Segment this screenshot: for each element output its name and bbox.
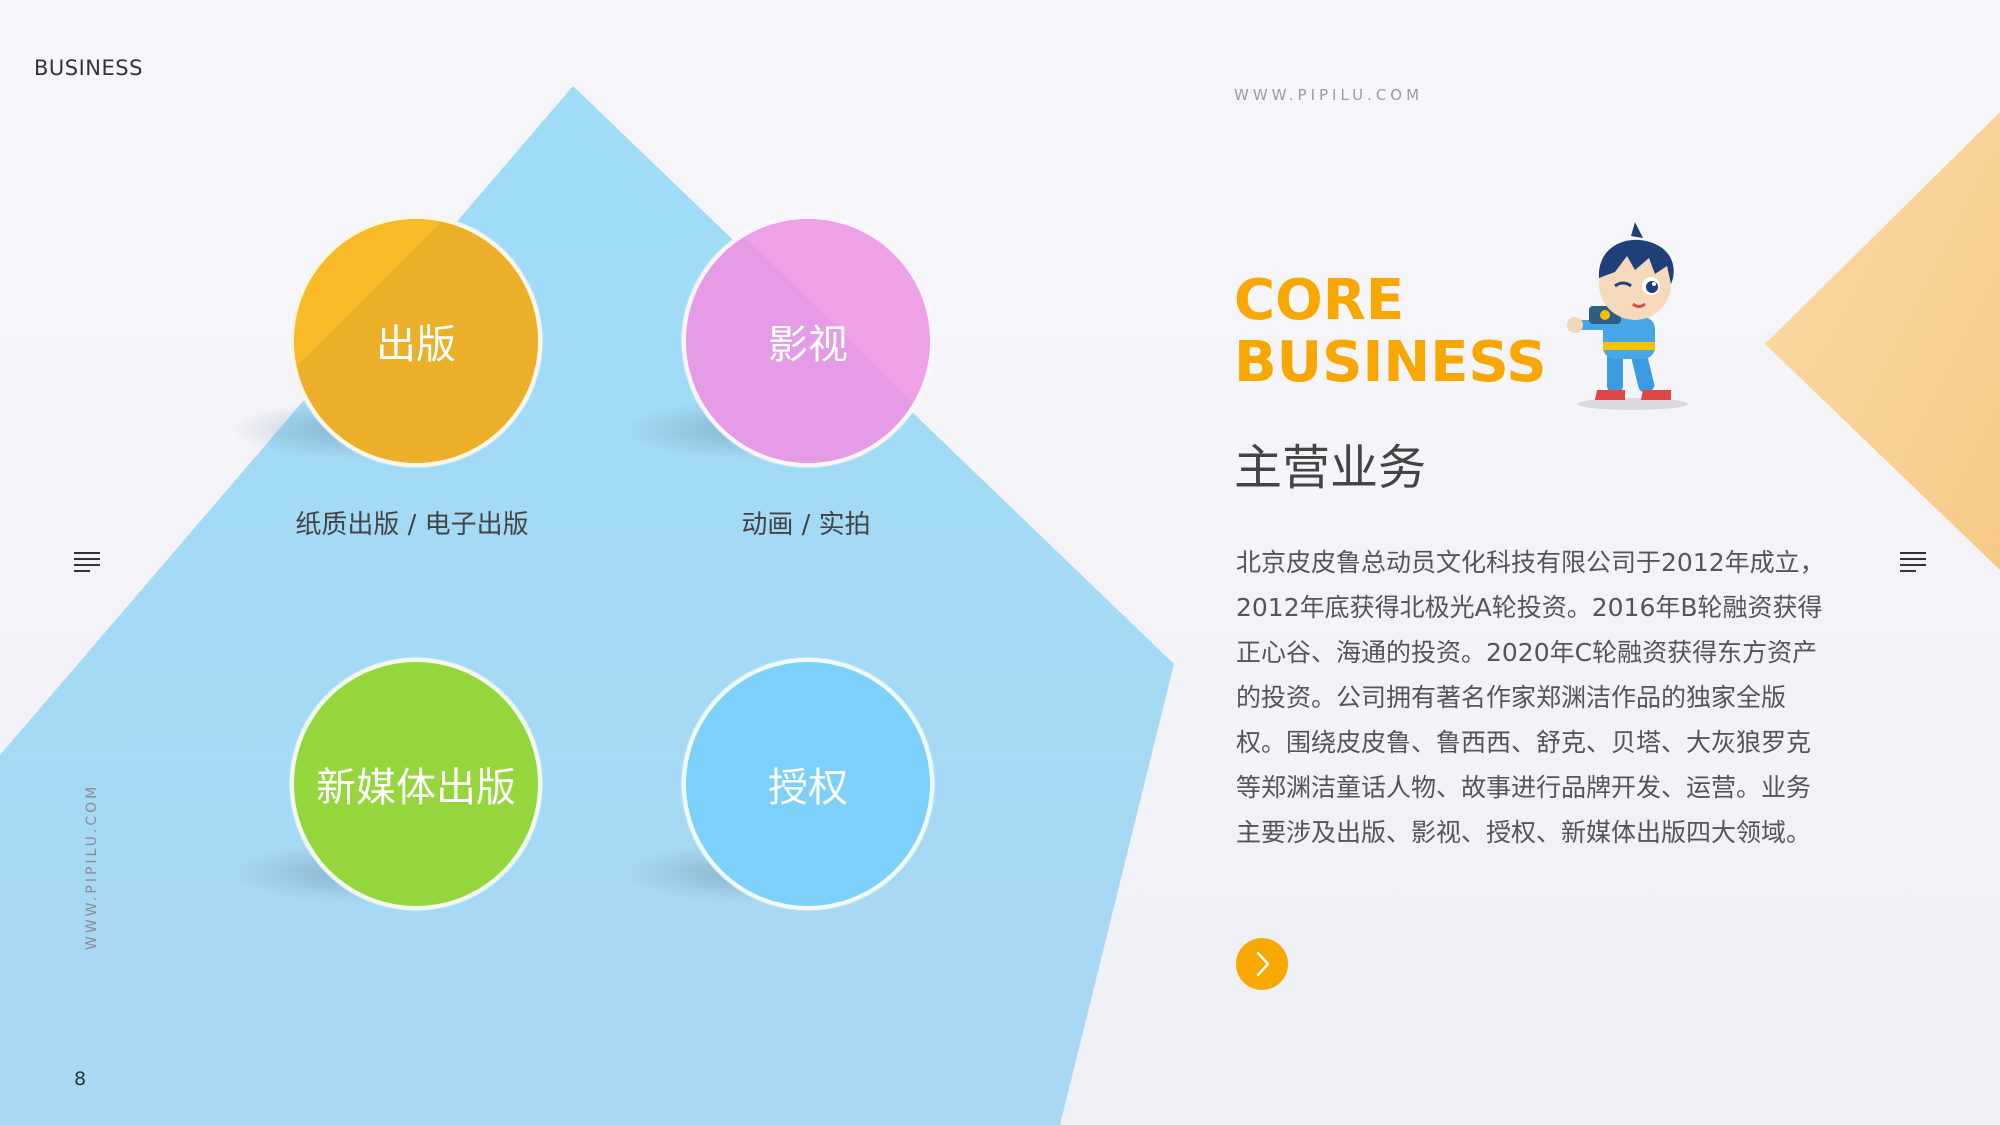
website-url: WWW.PIPILU.COM — [1234, 86, 1424, 104]
page-number: 8 — [74, 1068, 87, 1090]
corner-label: BUSINESS — [34, 56, 143, 80]
title-english-line1: CORE — [1234, 268, 1405, 333]
title-chinese: 主营业务 — [1234, 440, 1427, 496]
business-circle-licensing[interactable]: 授权 — [682, 658, 934, 910]
title-english: CORE BUSINESS — [1234, 270, 1547, 394]
blue-triangle-shape — [0, 86, 1174, 1125]
side-website-url: WWW.PIPILU.COM — [84, 783, 100, 950]
business-circle-new-media[interactable]: 新媒体出版 — [290, 658, 542, 910]
cartoon-boy-mascot-icon — [1567, 222, 1688, 410]
menu-lines-icon-left — [74, 552, 100, 574]
business-circle-film[interactable]: 影视 — [682, 215, 934, 467]
circle-label: 出版 — [376, 322, 456, 368]
next-button[interactable] — [1236, 938, 1288, 990]
circle-label: 授权 — [768, 765, 848, 811]
peach-diamond-shape — [1765, 112, 2000, 570]
business-circle-publishing[interactable]: 出版 — [290, 215, 542, 467]
circle-gloss — [294, 219, 538, 463]
company-description: 北京皮皮鲁总动员文化科技有限公司于2012年成立，2012年底获得北极光A轮投资… — [1236, 548, 1825, 847]
circle-label: 新媒体出版 — [316, 765, 516, 811]
circle-label: 影视 — [768, 322, 848, 368]
chevron-right-icon — [1256, 951, 1270, 977]
circle-caption: 动画 / 实拍 — [741, 510, 871, 540]
circle-caption: 纸质出版 / 电子出版 — [295, 510, 529, 540]
menu-lines-icon-right — [1900, 552, 1926, 574]
circle-gloss — [686, 219, 930, 463]
title-english-line2: BUSINESS — [1234, 330, 1547, 395]
